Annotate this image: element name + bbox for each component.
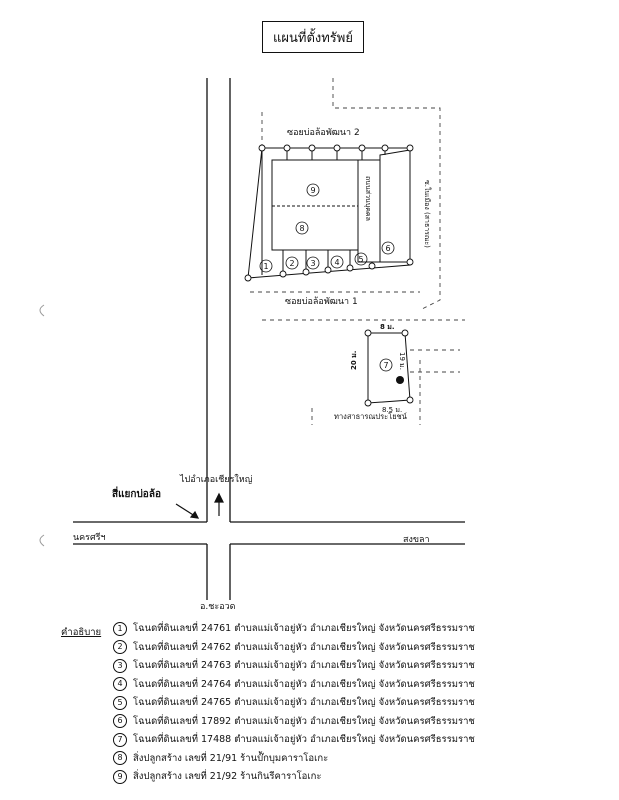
- legend-item-text: โฉนดที่ดินเลขที่ 24763 ตำบลแม่เจ้าอยู่หั…: [133, 660, 475, 671]
- legend-item-number: 5: [113, 695, 127, 710]
- plot-label-2: 2: [289, 259, 294, 268]
- plot-label-6: 6: [385, 244, 390, 253]
- survey-pin: [368, 262, 376, 270]
- survey-pin: [358, 144, 366, 152]
- survey-pin: [244, 274, 252, 282]
- survey-pin: [258, 144, 266, 152]
- legend-item: 2 โฉนดที่ดินเลขที่ 24762 ตำบลแม่เจ้าอยู่ห…: [113, 640, 475, 655]
- label-public-way: ทางสาธารณประโยชน์: [334, 412, 407, 421]
- survey-pin: [364, 399, 372, 407]
- survey-pin: [333, 144, 341, 152]
- survey-pin: [283, 144, 291, 152]
- map-title: แผนที่ตั้งทรัพย์: [262, 21, 364, 53]
- legend-item-text: โฉนดที่ดินเลขที่ 24762 ตำบลแม่เจ้าอยู่หั…: [133, 641, 475, 653]
- survey-pin: [381, 144, 389, 152]
- survey-pin: [302, 268, 310, 276]
- legend-item-text: โฉนดที่ดินเลขที่ 17892 ตำบลแม่เจ้าอยู่หั…: [133, 715, 475, 727]
- dashed-road-boundary-top: [332, 78, 441, 311]
- label-songkhla: สงขลา: [403, 535, 430, 545]
- legend-item-number: 8: [113, 751, 127, 765]
- label-soi-1: ซอยบ่อล้อพัฒนา 1: [285, 296, 358, 307]
- legend-item-number: 1: [113, 621, 127, 636]
- building-marker-dot: [396, 376, 404, 384]
- survey-pin: [406, 396, 414, 404]
- plot-label-1: 1: [263, 262, 268, 271]
- legend-item: 9 สิ่งปลูกสร้าง เลขที่ 21/92 ร้านกินรีคาร…: [113, 769, 322, 784]
- punch-hole-mark: [39, 534, 45, 547]
- plot-label-4: 4: [334, 258, 339, 267]
- building-block: [271, 159, 359, 251]
- legend-item-text: สิ่งปลูกสร้าง เลขที่ 21/91 ร้านบ๊ักบุมคา…: [133, 752, 329, 764]
- legend-item: 5 โฉนดที่ดินเลขที่ 24765 ตำบลแม่เจ้าอยู่ห…: [113, 695, 475, 710]
- label-dim-top: 8 ม.: [380, 323, 395, 331]
- legend-item: 6 โฉนดที่ดินเลขที่ 17892 ตำบลแม่เจ้าอยู่ห…: [113, 714, 475, 729]
- survey-pin: [308, 144, 316, 152]
- legend-item-text: โฉนดที่ดินเลขที่ 24764 ตำบลแม่เจ้าอยู่หั…: [133, 678, 475, 690]
- survey-pin: [364, 329, 372, 337]
- label-dim-bottom: 8.5 ม.: [382, 406, 402, 414]
- legend-item-text: สิ่งปลูกสร้าง เลขที่ 21/92 ร้านกินรีคารา…: [133, 771, 322, 782]
- survey-pin: [346, 264, 354, 272]
- plot-label-8: 8: [299, 224, 304, 233]
- legend-item-number: 6: [113, 714, 127, 728]
- label-side-road: ซ.ในเมือง (สาธารณะ): [423, 180, 432, 248]
- legend-heading: คำอธิบาย: [61, 627, 102, 638]
- survey-pin: [406, 258, 414, 266]
- north-arrow-head: [214, 492, 224, 503]
- plot-label-3: 3: [310, 259, 315, 268]
- legend-item-number: 7: [113, 732, 127, 747]
- punch-hole-mark: [39, 304, 45, 317]
- label-dim-left: 20 ม.: [350, 351, 358, 370]
- label-dim-right: 19 ม.: [398, 352, 406, 370]
- label-junction: สี่แยกบ่อล้อ: [112, 486, 161, 500]
- survey-pin: [401, 329, 409, 337]
- plot-label-5: 5: [358, 255, 363, 264]
- legend-item-text: โฉนดที่ดินเลขที่ 24765 ตำบลแม่เจ้าอยู่หั…: [133, 697, 475, 708]
- legend-item-number: 3: [113, 658, 127, 673]
- legend-item-number: 4: [113, 677, 127, 691]
- legend-item-number: 2: [113, 640, 127, 654]
- plot-label-7: 7: [383, 361, 388, 370]
- legend-item: 3 โฉนดที่ดินเลขที่ 24763 ตำบลแม่เจ้าอยู่ห…: [113, 658, 475, 673]
- label-nakhon-si: นครศรีฯ: [73, 532, 106, 543]
- survey-pin: [406, 144, 414, 152]
- legend-item: 4 โฉนดที่ดินเลขที่ 24764 ตำบลแม่เจ้าอยู่ห…: [113, 677, 475, 692]
- survey-pin: [279, 270, 287, 278]
- legend-item-text: โฉนดที่ดินเลขที่ 24761 ตำบลแม่เจ้าอยู่หั…: [133, 623, 475, 634]
- label-cha-uat: อ.ชะอวด: [200, 602, 236, 612]
- legend-item-text: โฉนดที่ดินเลขที่ 17488 ตำบลแม่เจ้าอยู่หั…: [133, 734, 475, 745]
- label-soi-2: ซอยบ่อล้อพัฒนา 2: [287, 127, 360, 138]
- legend-item-number: 9: [113, 769, 127, 784]
- legend-item: 1 โฉนดที่ดินเลขที่ 24761 ตำบลแม่เจ้าอยู่ห…: [113, 621, 475, 636]
- junction-pointer-head: [189, 510, 200, 519]
- label-private-road: ถนนส่วนบุคคล: [364, 176, 372, 221]
- plot-label-9: 9: [310, 186, 315, 195]
- survey-pin: [324, 266, 332, 274]
- label-to-district: ไปอำเภอเชียรใหญ่: [179, 474, 253, 485]
- legend-item: 8 สิ่งปลูกสร้าง เลขที่ 21/91 ร้านบ๊ักบุมค…: [113, 751, 328, 766]
- legend-item: 7 โฉนดที่ดินเลขที่ 17488 ตำบลแม่เจ้าอยู่ห…: [113, 732, 475, 747]
